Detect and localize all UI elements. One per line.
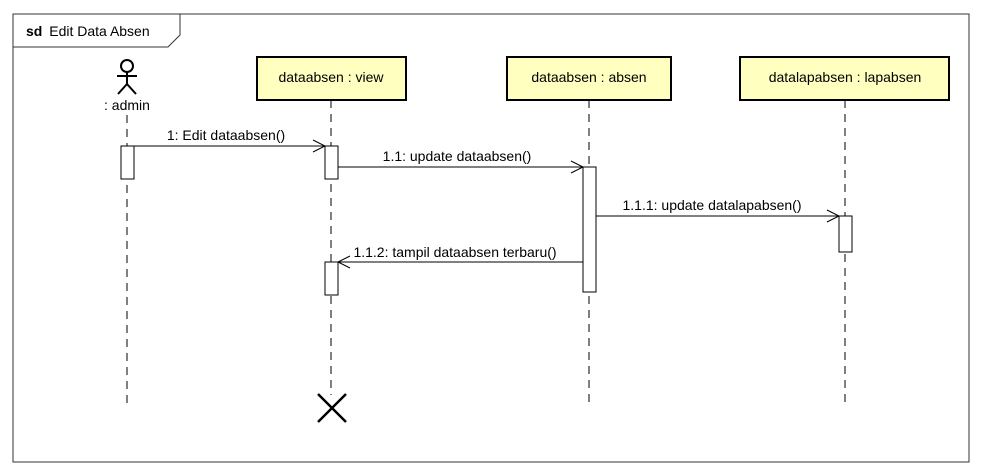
activation-view-1	[324, 145, 339, 180]
activation-actor	[120, 145, 135, 180]
arrowhead-3	[826, 209, 841, 223]
actor-label: : admin	[104, 97, 150, 113]
activation-absen	[582, 166, 597, 293]
actor-admin	[117, 59, 137, 95]
message-label-4: 1.1.2: tampil dataabsen terbaru()	[353, 244, 556, 260]
frame-title: sd Edit Data Absen	[26, 23, 150, 39]
activation-lapabsen	[838, 215, 853, 253]
lifeline-head-view	[256, 56, 407, 101]
lifeline-head-absen	[506, 56, 672, 101]
lifeline-label-absen: dataabsen : absen	[531, 69, 646, 85]
lifeline-label-lapabsen: datalapabsen : lapabsen	[769, 69, 922, 85]
message-label-2: 1.1: update dataabsen()	[383, 148, 532, 164]
frame-keyword: sd	[26, 23, 42, 39]
activation-view-2	[324, 261, 339, 296]
destroy-marker-icon	[317, 393, 347, 423]
message-label-1: 1: Edit dataabsen()	[167, 127, 285, 143]
lifeline-head-lapabsen	[739, 56, 950, 101]
message-label-3: 1.1.1: update datalapabsen()	[622, 197, 801, 213]
lifeline-label-view: dataabsen : view	[278, 69, 384, 85]
arrowhead-4	[336, 255, 351, 269]
diagram-frame	[12, 13, 970, 463]
arrowhead-1	[312, 139, 327, 153]
frame-name: Edit Data Absen	[49, 23, 149, 39]
frame-title-tab	[13, 14, 181, 48]
arrowhead-2	[570, 160, 585, 174]
